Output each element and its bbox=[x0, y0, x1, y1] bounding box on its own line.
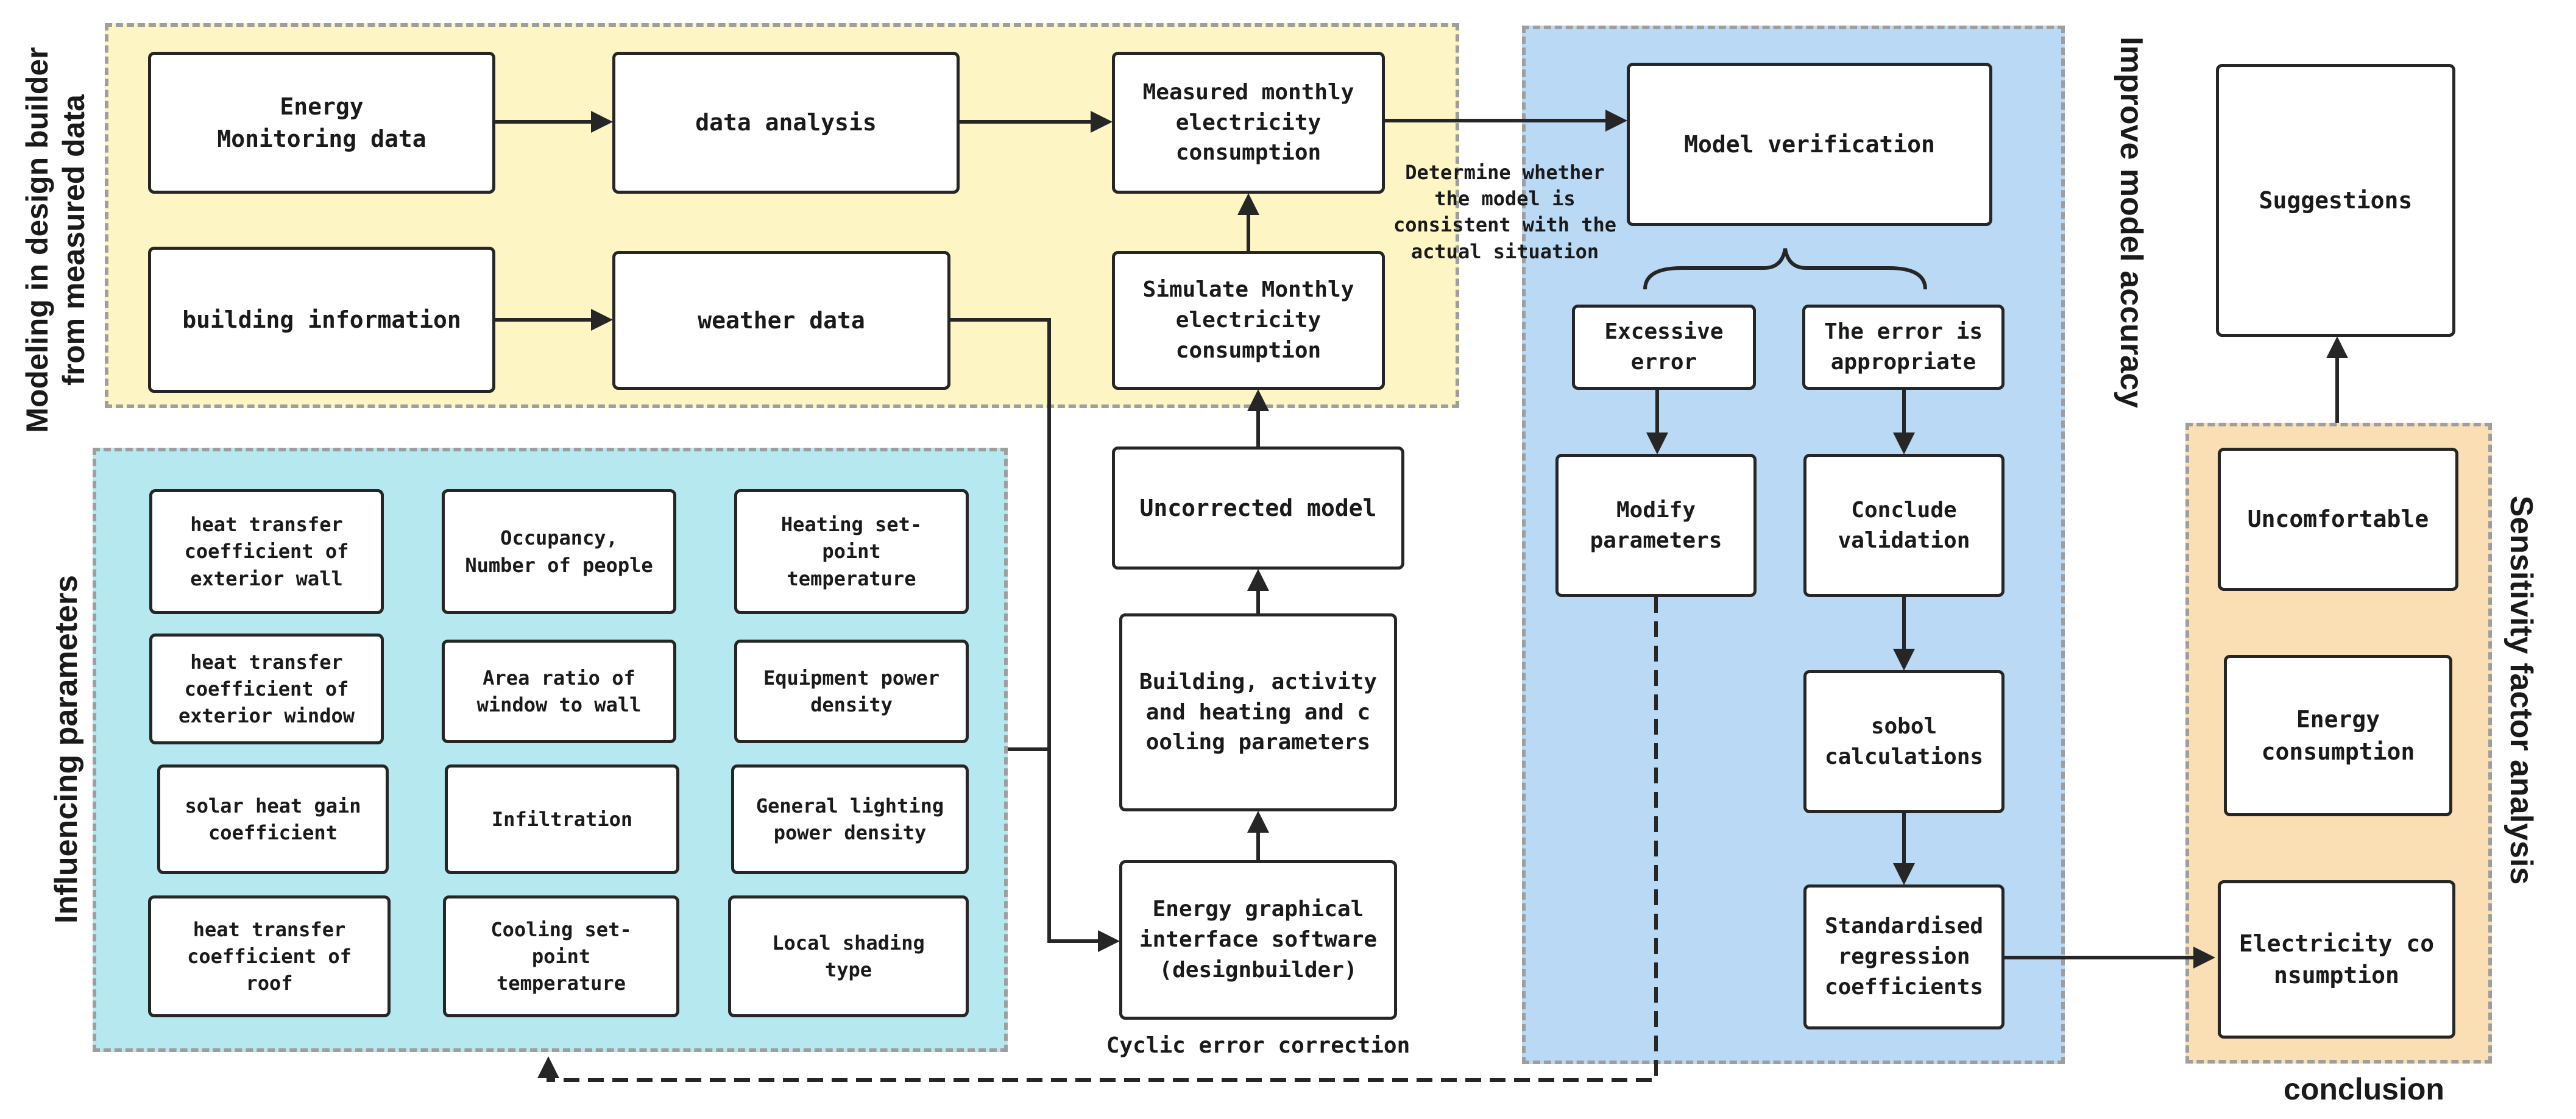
conclude-validation-box: Conclude validation bbox=[1803, 454, 2005, 597]
verification-brace bbox=[1643, 248, 1927, 290]
excessive-error-box: Excessive error bbox=[1572, 305, 1756, 390]
weather-data-box: weather data bbox=[612, 251, 950, 390]
energy-consumption-box: Energy consumption bbox=[2224, 655, 2452, 816]
data-analysis-box: data analysis bbox=[612, 52, 960, 194]
param-exterior-wall-box: heat transfer coefficient of exterior wa… bbox=[149, 489, 384, 614]
param-local-shading-box: Local shading type bbox=[728, 895, 969, 1017]
building-information-box: building information bbox=[148, 247, 495, 393]
param-cooling-setpoint-box: Cooling set- point temperature bbox=[443, 895, 679, 1017]
energy-monitoring-box: Energy Monitoring data bbox=[148, 52, 495, 194]
param-window-wall-ratio-box: Area ratio of window to wall bbox=[442, 640, 676, 743]
error-appropriate-box: The error is appropriate bbox=[1802, 305, 2005, 390]
standardised-regression-box: Standardised regression coefficients bbox=[1803, 884, 2005, 1029]
electricity-consumption-box: Electricity co nsumption bbox=[2218, 880, 2455, 1039]
energy-software-box: Energy graphical interface software (des… bbox=[1119, 860, 1397, 1020]
param-roof-box: heat transfer coefficient of roof bbox=[148, 895, 391, 1017]
param-equipment-power-box: Equipment power density bbox=[734, 640, 969, 743]
param-heating-setpoint-box: Heating set- point temperature bbox=[734, 489, 969, 614]
param-solar-heat-gain-box: solar heat gain coefficient bbox=[157, 764, 389, 874]
param-lighting-power-box: General lighting power density bbox=[731, 764, 969, 874]
param-exterior-window-box: heat transfer coefficient of exterior wi… bbox=[149, 634, 384, 744]
cyclic-error-correction-text: Cyclic error correction bbox=[1106, 1033, 1410, 1058]
determine-consistency-text: Determine whether the model is consisten… bbox=[1393, 161, 1617, 263]
param-infiltration-box: Infiltration bbox=[445, 764, 679, 874]
modify-parameters-box: Modify parameters bbox=[1555, 454, 1757, 597]
measured-monthly-box: Measured monthly electricity consumption bbox=[1112, 52, 1385, 194]
sobol-calculations-box: sobol calculations bbox=[1803, 670, 2005, 813]
uncomfortable-box: Uncomfortable bbox=[2218, 448, 2458, 591]
uncorrected-model-box: Uncorrected model bbox=[1112, 447, 1404, 570]
simulate-monthly-box: Simulate Monthly electricity consumption bbox=[1112, 251, 1385, 390]
suggestions-box: Suggestions bbox=[2216, 64, 2455, 337]
conclusion-label: conclusion bbox=[2284, 1072, 2444, 1106]
param-occupancy-box: Occupancy, Number of people bbox=[442, 489, 676, 614]
dashed-feedback-loop bbox=[537, 597, 1658, 1082]
building-activity-params-box: Building, activity and heating and c ool… bbox=[1119, 613, 1397, 811]
model-verification-box: Model verification bbox=[1627, 63, 1992, 226]
line-weather-to-software bbox=[950, 318, 1120, 952]
